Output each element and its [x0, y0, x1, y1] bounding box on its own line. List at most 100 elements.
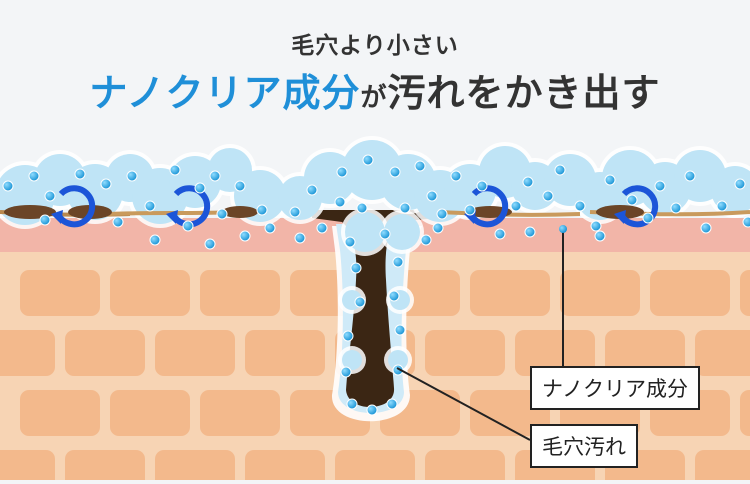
nano-particle-icon: [100, 178, 112, 190]
skin-cell: [335, 450, 415, 484]
title-accent: ナノクリア成分: [89, 71, 361, 115]
nano-particle-icon: [436, 208, 448, 220]
nano-particle-icon: [239, 230, 251, 242]
skin-cell: [110, 270, 190, 316]
skin-cell: [605, 330, 685, 376]
pore-dirt: [312, 210, 436, 408]
skin-cell: [560, 270, 640, 316]
skin-cell: [155, 450, 235, 484]
nano-particle-icon: [169, 164, 181, 176]
nano-particle-icon: [306, 184, 318, 196]
skin-cell: [425, 330, 505, 376]
rotation-arrow-head: [51, 210, 63, 224]
skin-cell: [65, 450, 145, 484]
skin-cell: [20, 270, 100, 316]
nano-particle-icon: [149, 234, 161, 246]
nano-particle-icon: [316, 222, 328, 234]
nano-particle-icon: [734, 178, 746, 190]
nano-particle-icon: [522, 176, 534, 188]
title-particle: が: [360, 83, 388, 113]
nano-particle-icon: [464, 204, 476, 216]
nano-particle-icon: [742, 216, 750, 228]
nano-particle-icon: [362, 154, 374, 166]
nano-particle-icon: [209, 170, 221, 182]
nano-particle-icon: [684, 170, 696, 182]
skin-cell: [110, 390, 190, 436]
skin-cell: [695, 450, 750, 484]
nano-particle-icon: [289, 206, 301, 218]
skin-cell: [65, 330, 145, 376]
skin-cell: [740, 390, 750, 436]
nano-particle-icon: [426, 190, 438, 202]
skin-cell: [425, 450, 505, 484]
nano-particle-icon: [182, 220, 194, 232]
nano-particle-icon: [194, 182, 206, 194]
nano-particle-icon: [574, 200, 586, 212]
nano-particle-icon: [594, 230, 606, 242]
subtitle: 毛穴より小さい: [291, 33, 459, 59]
skin-cell: [155, 330, 235, 376]
rotation-arrow-arc: [619, 185, 659, 228]
nano-particle-icon: [340, 366, 352, 378]
nano-particle-icon: [642, 212, 654, 224]
nano-particle-icon: [256, 204, 268, 216]
nano-particle-icon: [626, 194, 638, 206]
nano-particle-icon: [342, 330, 354, 342]
nano-particle-icon: [450, 170, 462, 182]
skin-cell: [200, 390, 280, 436]
nano-particle-icon: [294, 232, 306, 244]
foam-blob: [384, 214, 420, 250]
nano-particle-icon: [670, 202, 682, 214]
rotation-arrow-icon: [614, 185, 659, 228]
main-title: ナノクリア成分が汚れをかき出す: [0, 70, 750, 121]
nano-particle-icon: [420, 234, 432, 246]
nano-particle-icon: [394, 324, 406, 336]
leader-point-nano: [559, 225, 567, 233]
nano-particle-icon: [344, 236, 356, 248]
nano-particle-icon: [554, 164, 566, 176]
nano-particle-icon: [144, 200, 156, 212]
nano-particle-icon: [604, 174, 616, 186]
skin-cell: [650, 270, 730, 316]
nano-particles: [2, 154, 750, 416]
nano-particle-icon: [28, 170, 40, 182]
nano-particle-icon: [366, 404, 378, 416]
label-nano-clear: ナノクリア成分: [530, 366, 700, 410]
nano-particle-icon: [74, 168, 86, 180]
skin-cell: [0, 330, 55, 376]
skin-cell: [470, 270, 550, 316]
nano-particle-icon: [356, 202, 368, 214]
nano-particle-icon: [392, 256, 404, 268]
nano-particle-icon: [389, 166, 401, 178]
skin-cell: [515, 330, 595, 376]
nano-particle-icon: [654, 180, 666, 192]
leader-line-pore: [396, 367, 531, 441]
nano-particle-icon: [700, 222, 712, 234]
nano-particle-icon: [2, 180, 14, 192]
nano-particle-icon: [334, 196, 346, 208]
rotation-arrow-arc: [56, 185, 96, 228]
nano-particle-icon: [264, 222, 276, 234]
nano-particle-icon: [524, 226, 536, 238]
nano-particle-icon: [354, 296, 366, 308]
nano-particle-icon: [216, 208, 228, 220]
label-pore-dirt: 毛穴汚れ: [530, 424, 638, 468]
nano-particle-icon: [399, 202, 411, 214]
nano-particle-icon: [44, 190, 56, 202]
nano-particle-icon: [204, 238, 216, 250]
nano-particle-icon: [39, 214, 51, 226]
nano-particle-icon: [476, 180, 488, 192]
rotation-arrow-head: [166, 210, 178, 224]
skin-cell: [20, 390, 100, 436]
skin-cell: [200, 270, 280, 316]
nano-particle-icon: [386, 398, 398, 410]
rotation-arrow-head: [614, 210, 626, 224]
nano-particle-icon: [414, 160, 426, 172]
nano-particle-icon: [346, 398, 358, 410]
rotation-arrow-icon: [51, 185, 96, 228]
nano-particle-icon: [716, 200, 728, 212]
nano-particle-icon: [542, 190, 554, 202]
skin-cell: [740, 270, 750, 316]
